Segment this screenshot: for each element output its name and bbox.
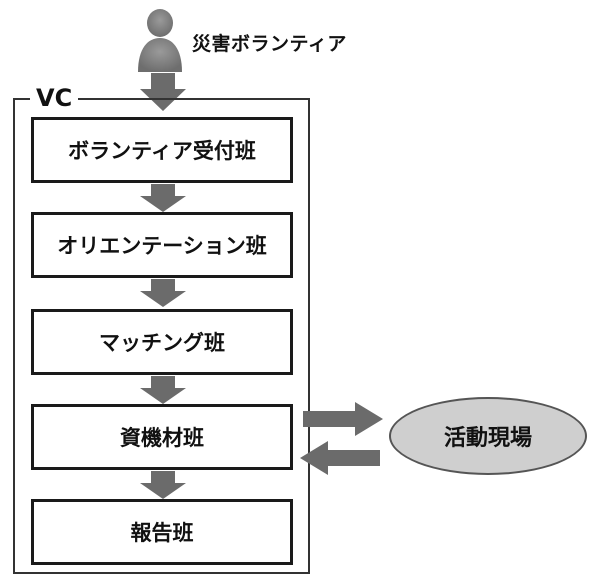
volunteer-label: 災害ボランティア [192, 33, 347, 55]
vc-label: VC [30, 84, 79, 112]
team-box-report: 報告班 [31, 499, 293, 565]
arrow-right-icon [303, 402, 383, 436]
person-icon [138, 9, 182, 72]
vc-frame [13, 98, 310, 574]
team-box-equipment: 資機材班 [31, 404, 293, 470]
team-box-matching: マッチング班 [31, 309, 293, 375]
arrow-down-icon [140, 73, 186, 111]
arrow-left-icon [300, 441, 380, 475]
arrow-down-icon [140, 279, 186, 307]
activity-site: 活動現場 [389, 397, 587, 475]
arrow-down-icon [140, 471, 186, 499]
arrow-down-icon [140, 184, 186, 212]
team-box-orientation: オリエンテーション班 [31, 212, 293, 278]
team-box-reception: ボランティア受付班 [31, 117, 293, 183]
arrow-down-icon [140, 376, 186, 404]
